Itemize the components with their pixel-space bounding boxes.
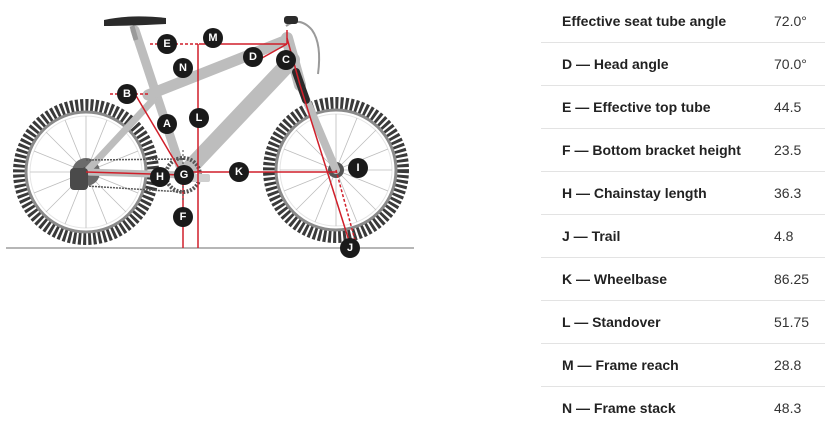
svg-text:I: I bbox=[356, 162, 359, 174]
row-value: 44.5 bbox=[774, 85, 825, 129]
marker-d: D bbox=[243, 47, 263, 67]
svg-text:E: E bbox=[163, 38, 170, 50]
svg-text:A: A bbox=[163, 118, 171, 130]
svg-text:M: M bbox=[208, 32, 217, 44]
svg-text:H: H bbox=[156, 171, 164, 183]
svg-text:N: N bbox=[179, 62, 187, 74]
row-value: 51.75 bbox=[774, 300, 825, 344]
table-row: J — Trail 4.8 bbox=[541, 214, 825, 258]
svg-text:G: G bbox=[180, 169, 189, 181]
marker-n: N bbox=[173, 58, 193, 78]
svg-text:J: J bbox=[347, 242, 353, 254]
marker-m: M bbox=[203, 28, 223, 48]
svg-text:C: C bbox=[282, 54, 290, 66]
marker-e: E bbox=[157, 34, 177, 54]
marker-j: J bbox=[340, 238, 360, 258]
table-row: Effective seat tube angle 72.0° bbox=[541, 0, 825, 43]
svg-text:D: D bbox=[249, 51, 257, 63]
table-row: D — Head angle 70.0° bbox=[541, 42, 825, 86]
row-value: 28.8 bbox=[774, 343, 825, 387]
marker-l: L bbox=[189, 108, 209, 128]
row-value: 36.3 bbox=[774, 171, 825, 215]
svg-text:B: B bbox=[123, 88, 131, 100]
row-label: D — Head angle bbox=[541, 42, 774, 86]
row-value: 72.0° bbox=[774, 0, 825, 43]
row-label: K — Wheelbase bbox=[541, 257, 774, 301]
row-value: 86.25 bbox=[774, 257, 825, 301]
svg-text:K: K bbox=[235, 166, 243, 178]
marker-c: C bbox=[276, 50, 296, 70]
marker-g: G bbox=[174, 165, 194, 185]
marker-k: K bbox=[229, 162, 249, 182]
table-row: F — Bottom bracket height 23.5 bbox=[541, 128, 825, 172]
table-row: L — Standover 51.75 bbox=[541, 300, 825, 344]
table-row: K — Wheelbase 86.25 bbox=[541, 257, 825, 301]
row-label: N — Frame stack bbox=[562, 400, 676, 416]
marker-f: F bbox=[173, 207, 193, 227]
svg-text:L: L bbox=[196, 112, 203, 124]
row-value: 4.8 bbox=[774, 214, 825, 258]
row-label: L — Standover bbox=[541, 300, 774, 344]
bike-geometry-diagram: A B C D E F G H I J K L M N bbox=[6, 16, 414, 258]
row-label: H — Chainstay length bbox=[541, 171, 774, 215]
row-value: 70.0° bbox=[774, 42, 825, 86]
marker-a: A bbox=[157, 114, 177, 134]
marker-b: B bbox=[117, 84, 137, 104]
svg-text:F: F bbox=[180, 211, 187, 223]
row-label: J — Trail bbox=[541, 214, 774, 258]
row-label: F — Bottom bracket height bbox=[541, 128, 774, 172]
geometry-table: Effective seat tube angle 72.0° D — Head… bbox=[541, 0, 825, 429]
table-row: M — Frame reach 28.8 bbox=[541, 343, 825, 387]
table-row: N — Frame stack 48.3 bbox=[541, 387, 825, 430]
table-row: E — Effective top tube 44.5 bbox=[541, 85, 825, 129]
row-label: E — Effective top tube bbox=[541, 85, 774, 129]
row-label: M — Frame reach bbox=[541, 343, 774, 387]
table-row: H — Chainstay length 36.3 bbox=[541, 171, 825, 215]
row-label: Effective seat tube angle bbox=[541, 0, 774, 43]
marker-h: H bbox=[150, 167, 170, 187]
row-value: 23.5 bbox=[774, 128, 825, 172]
marker-i: I bbox=[348, 158, 368, 178]
row-value: 48.3 bbox=[774, 400, 802, 416]
saddle bbox=[104, 16, 166, 26]
